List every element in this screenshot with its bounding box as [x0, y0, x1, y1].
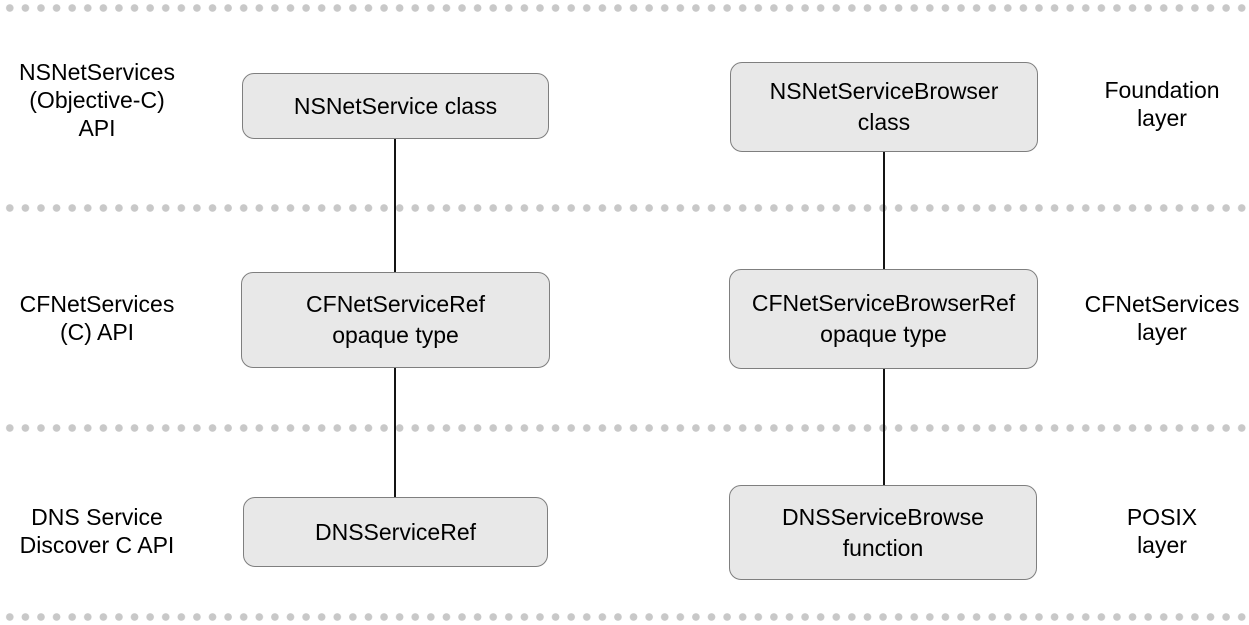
label-cfnetservices-layer: CFNetServices layer: [1084, 291, 1240, 346]
label-dns-service-discover-c-api: DNS Service Discover C API: [19, 504, 175, 559]
box-cfnetservicebrowserref-opaque-type: CFNetServiceBrowserRef opaque type: [729, 269, 1038, 369]
box-dnsserviceref: DNSServiceRef: [243, 497, 548, 567]
dotted-separator-foundation-cf: [0, 204, 1249, 212]
connector-cfnetserviceref-to-dnsserviceref: [394, 366, 396, 499]
label-nsnetservices-objc-api: NSNetServices (Objective-C) API: [19, 59, 175, 142]
label-cfnetservices-c-api: CFNetServices (C) API: [19, 291, 175, 346]
label-posix-layer: POSIX layer: [1126, 504, 1198, 559]
box-nsnetservice-class: NSNetService class: [242, 73, 549, 139]
box-label: DNSServiceBrowse function: [782, 503, 984, 561]
connector-nsnetservicebrowser-to-cfnetservicebrowserref: [883, 150, 885, 271]
box-dnsservicebrowse-function: DNSServiceBrowse function: [729, 485, 1037, 580]
box-label: NSNetService class: [293, 92, 498, 119]
dotted-separator-bottom: [0, 613, 1249, 621]
dotted-separator-cf-posix: [0, 424, 1249, 432]
box-nsnetservicebrowser-class: NSNetServiceBrowser class: [730, 62, 1038, 152]
box-label: DNSServiceRef: [314, 518, 477, 545]
box-label: NSNetServiceBrowser class: [769, 78, 999, 135]
label-foundation-layer: Foundation layer: [1104, 77, 1220, 132]
connector-cfnetservicebrowserref-to-dnsservicebrowse: [883, 367, 885, 487]
box-label: CFNetServiceRef opaque type: [306, 291, 485, 348]
connector-nsnetservice-to-cfnetserviceref: [394, 137, 396, 274]
box-label: CFNetServiceBrowserRef opaque type: [751, 290, 1016, 347]
dotted-separator-top: [0, 4, 1249, 12]
box-cfnetserviceref-opaque-type: CFNetServiceRef opaque type: [241, 272, 550, 368]
